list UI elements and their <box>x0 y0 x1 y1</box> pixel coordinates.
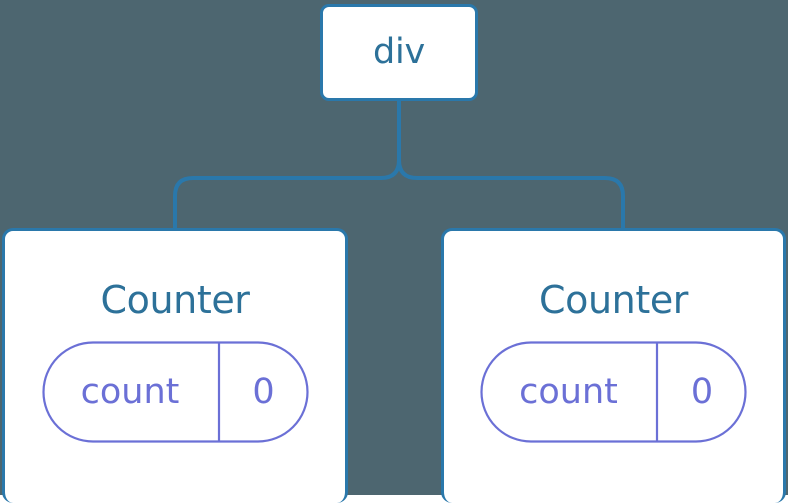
state-pill-right-shape <box>480 341 747 443</box>
node-div-label: div <box>372 32 426 72</box>
node-div[interactable]: div <box>320 4 478 101</box>
node-counter-right-label: Counter <box>538 278 689 322</box>
state-pill-right-value: 0 <box>690 371 714 412</box>
state-pill-right-outline <box>480 341 747 443</box>
state-pill-right: count 0 <box>480 341 747 443</box>
state-pill-right-key: count <box>519 371 618 412</box>
node-counter-right[interactable]: Counter count 0 <box>441 228 786 503</box>
state-pill-left-value: 0 <box>252 371 275 412</box>
state-pill-left-key: count <box>80 371 180 412</box>
edge-branch-right <box>397 159 625 228</box>
edge-branch-left <box>173 159 401 228</box>
state-pill-left-outline <box>41 341 309 443</box>
state-pill-left: count 0 <box>41 341 309 443</box>
node-counter-left-label: Counter <box>100 278 250 322</box>
state-pill-left-shape <box>41 341 309 443</box>
node-counter-left[interactable]: Counter count 0 <box>2 228 348 503</box>
